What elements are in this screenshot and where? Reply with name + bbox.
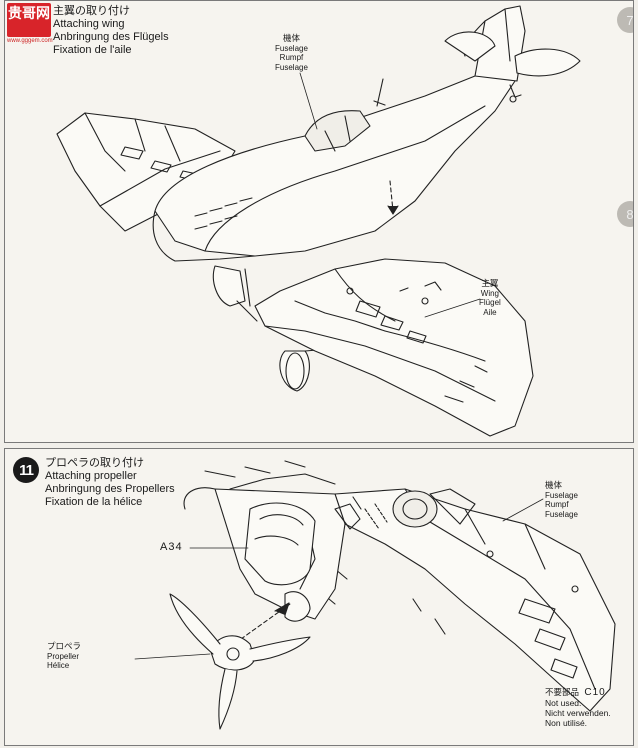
step-10-title-en: Attaching wing: [53, 18, 125, 30]
unused-en: Not used.: [545, 698, 582, 708]
fuselage-label-bottom: 機体 Fuselage Rumpf Fuselage: [545, 480, 578, 519]
step-11-panel: 11 プロペラの取り付け Attaching propeller Anbring…: [4, 448, 634, 746]
step-11-title-de: Anbringung des Propellers: [45, 483, 175, 495]
unused-code: C10: [584, 687, 606, 698]
step-10-panel: 贵哥网 www.gggem.com 主翼の取り付け Attaching wing…: [4, 0, 634, 443]
step-11-badge: 11: [13, 457, 39, 483]
step-11-title-fr: Fixation de la hélice: [45, 496, 143, 508]
part-code-a34: A34: [160, 541, 183, 553]
site-watermark-url: www.gggem.com: [7, 38, 53, 44]
unused-de: Nicht verwenden.: [545, 708, 611, 718]
step-10-title-de: Anbringung des Flügels: [53, 31, 169, 43]
fuselage-label-top: 機体 Fuselage Rumpf Fuselage: [275, 33, 308, 72]
wing-label: 主翼 Wing Flügel Aile: [479, 278, 501, 317]
step-10-title-jp: 主翼の取り付け: [53, 5, 130, 17]
step-11-title-jp: プロペラの取り付け: [45, 457, 144, 469]
step-10-title: 主翼の取り付け Attaching wing Anbringung des Fl…: [53, 5, 169, 57]
step-8-badge-partial: 8: [617, 201, 633, 227]
step-7-badge-partial: 7: [617, 7, 633, 33]
unused-fr: Non utilisé.: [545, 718, 588, 728]
step-10-title-fr: Fixation de l'aile: [53, 44, 132, 56]
unused-jp: 不要部品: [545, 687, 580, 697]
propeller-assembly-illustration: [134, 460, 616, 730]
step-11-title: プロペラの取り付け Attaching propeller Anbringung…: [45, 457, 175, 509]
propeller-label: プロペラ Propeller Hélice: [47, 641, 82, 670]
unused-parts-note: 不要部品 C10 Not used. Nicht verwenden. Non …: [545, 687, 611, 728]
wing-assembly-illustration: [56, 5, 581, 437]
step-11-title-en: Attaching propeller: [45, 470, 137, 482]
site-watermark-logo: 贵哥网: [7, 3, 51, 37]
